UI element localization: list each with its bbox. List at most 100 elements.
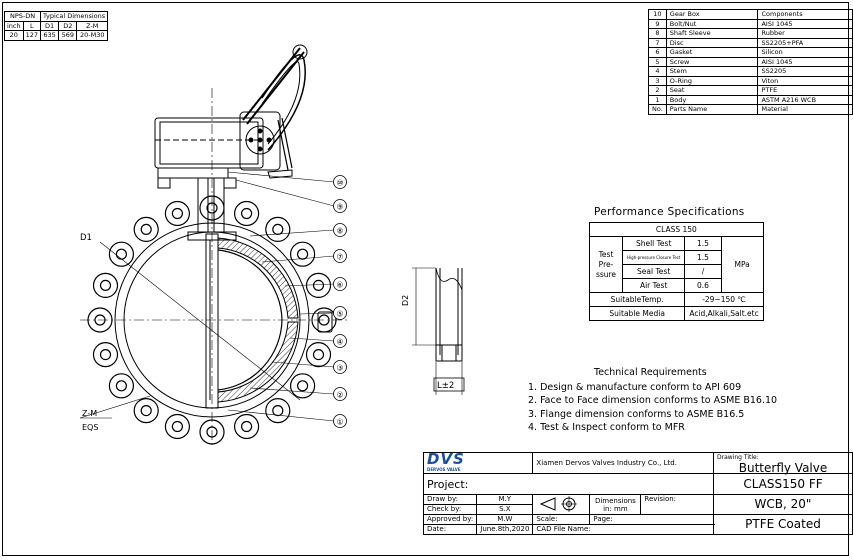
callout-balloon bbox=[333, 387, 347, 401]
callout-balloon bbox=[333, 334, 347, 348]
bolt-hole bbox=[171, 420, 183, 433]
perf-test-value: 1.5 bbox=[684, 250, 722, 265]
flange-lug bbox=[305, 342, 332, 368]
technical-item: 2. Face to Face dimension conforms to AS… bbox=[528, 395, 778, 406]
bolt-hole bbox=[241, 420, 253, 433]
company-logo-subtitle: DERVOS VALVE bbox=[427, 466, 461, 472]
flange-lug bbox=[290, 241, 316, 267]
callout-number: ② bbox=[336, 391, 343, 400]
parts-cell: Material bbox=[757, 104, 853, 115]
company-name: Xiamen Dervos Valves Industry Co., Ltd. bbox=[532, 452, 714, 474]
project-label: Project: bbox=[423, 473, 714, 495]
flange-lug bbox=[199, 419, 225, 445]
side-view bbox=[412, 267, 465, 395]
flange-lug bbox=[199, 195, 225, 221]
material-text: WCB, 20" bbox=[713, 494, 853, 515]
handwheel bbox=[242, 44, 308, 179]
technical-item: 3. Flange dimension conforms to ASME B16… bbox=[528, 408, 745, 420]
flange-lug bbox=[265, 398, 291, 424]
label-d2: D2 bbox=[401, 295, 410, 306]
bolt-hole bbox=[297, 248, 309, 260]
perf-test-pressure-label: Test Pre- ssure bbox=[589, 236, 623, 293]
bolt-hole bbox=[171, 207, 183, 220]
performance-title: Performance Specifications bbox=[594, 206, 745, 218]
flange-lug bbox=[108, 241, 135, 267]
label-zm: Z-M bbox=[82, 409, 97, 418]
company-logo: DVS bbox=[427, 449, 465, 468]
callout-balloon bbox=[333, 360, 347, 374]
parts-cell: Parts Name bbox=[665, 104, 759, 115]
bolt-hole bbox=[140, 223, 152, 235]
bolt-hole bbox=[272, 223, 284, 235]
check-by-label: Check by: bbox=[422, 504, 478, 515]
approved-by-label: Approved by: bbox=[422, 514, 478, 525]
flange-lug bbox=[92, 342, 119, 368]
callout-number: ④ bbox=[336, 338, 343, 347]
callout-leader bbox=[289, 337, 335, 342]
coating-text: PTFE Coated bbox=[713, 514, 853, 535]
callout-balloon bbox=[333, 414, 347, 428]
callout-balloon bbox=[333, 306, 347, 320]
perf-test-name: High-pressure Closure Test bbox=[621, 250, 686, 265]
callout-leader bbox=[227, 409, 335, 422]
revision-label: Revision: bbox=[640, 494, 714, 515]
callout-balloon bbox=[333, 175, 347, 189]
bolt-hole bbox=[312, 349, 325, 361]
dims-cell: 569 bbox=[58, 30, 78, 41]
perf-unit: MPa bbox=[720, 236, 764, 293]
callout-leader bbox=[235, 179, 335, 207]
flange-lug bbox=[265, 216, 291, 242]
perf-temp-label: SuitableTemp. bbox=[588, 292, 686, 307]
perf-class: CLASS 150 bbox=[589, 222, 764, 237]
projection-symbol bbox=[532, 494, 591, 515]
bolt-hole bbox=[272, 405, 284, 417]
check-by: S.X bbox=[476, 504, 534, 515]
callout-leader bbox=[249, 387, 335, 395]
approved-by: M.W bbox=[476, 514, 534, 525]
callout-balloon bbox=[333, 249, 347, 263]
callout-number: ⑧ bbox=[336, 227, 343, 236]
table-row: 20 127 635 569 20-M30 bbox=[4, 30, 109, 41]
perf-test-value: / bbox=[684, 264, 722, 279]
bolt-hole bbox=[241, 207, 253, 220]
page-label: Page: bbox=[589, 514, 714, 525]
title-block: DVS DERVOS VALVE Xiamen Dervos Valves In… bbox=[422, 449, 853, 535]
flange-lug bbox=[164, 413, 190, 440]
perf-media-label: Suitable Media bbox=[588, 306, 686, 321]
perf-test-name: Seal Test bbox=[621, 264, 686, 279]
callout-balloon bbox=[333, 199, 347, 213]
dimensions-label: Dimensions in: mm bbox=[589, 494, 642, 515]
technical-item: 4. Test & Inspect conform to MFR bbox=[528, 422, 685, 433]
technical-item: 1. Design & manufacture conform to API 6… bbox=[528, 381, 742, 393]
bolt-hole bbox=[297, 380, 309, 392]
logo-cell: DVS DERVOS VALVE bbox=[422, 449, 534, 474]
perf-test-value: 1.5 bbox=[684, 236, 722, 251]
dimensions-table: NPS-DN Typical Dimensions inch L D1 D2 Z… bbox=[3, 11, 109, 41]
callout-number: ⑦ bbox=[336, 253, 343, 262]
bolt-hole bbox=[206, 202, 218, 214]
callout-number: ③ bbox=[336, 364, 343, 373]
bolt-hole bbox=[99, 279, 112, 291]
performance-table: CLASS 150 Test Pre- ssure Shell Test 1.5… bbox=[588, 222, 764, 321]
perf-media-value: Acid,Alkali,Salt.etc bbox=[684, 306, 764, 321]
label-d1: D1 bbox=[80, 233, 92, 243]
perf-test-value: 0.6 bbox=[684, 278, 722, 293]
bolt-hole bbox=[94, 314, 106, 326]
cad-file-label: CAD File Name: bbox=[532, 524, 714, 535]
callout-number: ⑨ bbox=[336, 203, 343, 212]
dims-cell: 20-M30 bbox=[76, 30, 109, 41]
label-eqs: EQS bbox=[82, 423, 98, 432]
callout-balloon bbox=[333, 277, 347, 291]
flange-lug bbox=[234, 413, 260, 440]
callout-number: ⑩ bbox=[336, 179, 343, 188]
perf-test-name: Air Test bbox=[621, 278, 686, 293]
flange-lug bbox=[92, 272, 119, 298]
flange-lug bbox=[133, 398, 159, 424]
technical-title: Technical Requirements bbox=[594, 367, 707, 378]
callout-number: ⑥ bbox=[336, 281, 343, 290]
flange-lug bbox=[290, 373, 316, 399]
perf-temp-value: -29~150 ℃ bbox=[684, 292, 764, 307]
perf-test-name: Shell Test bbox=[621, 236, 686, 251]
